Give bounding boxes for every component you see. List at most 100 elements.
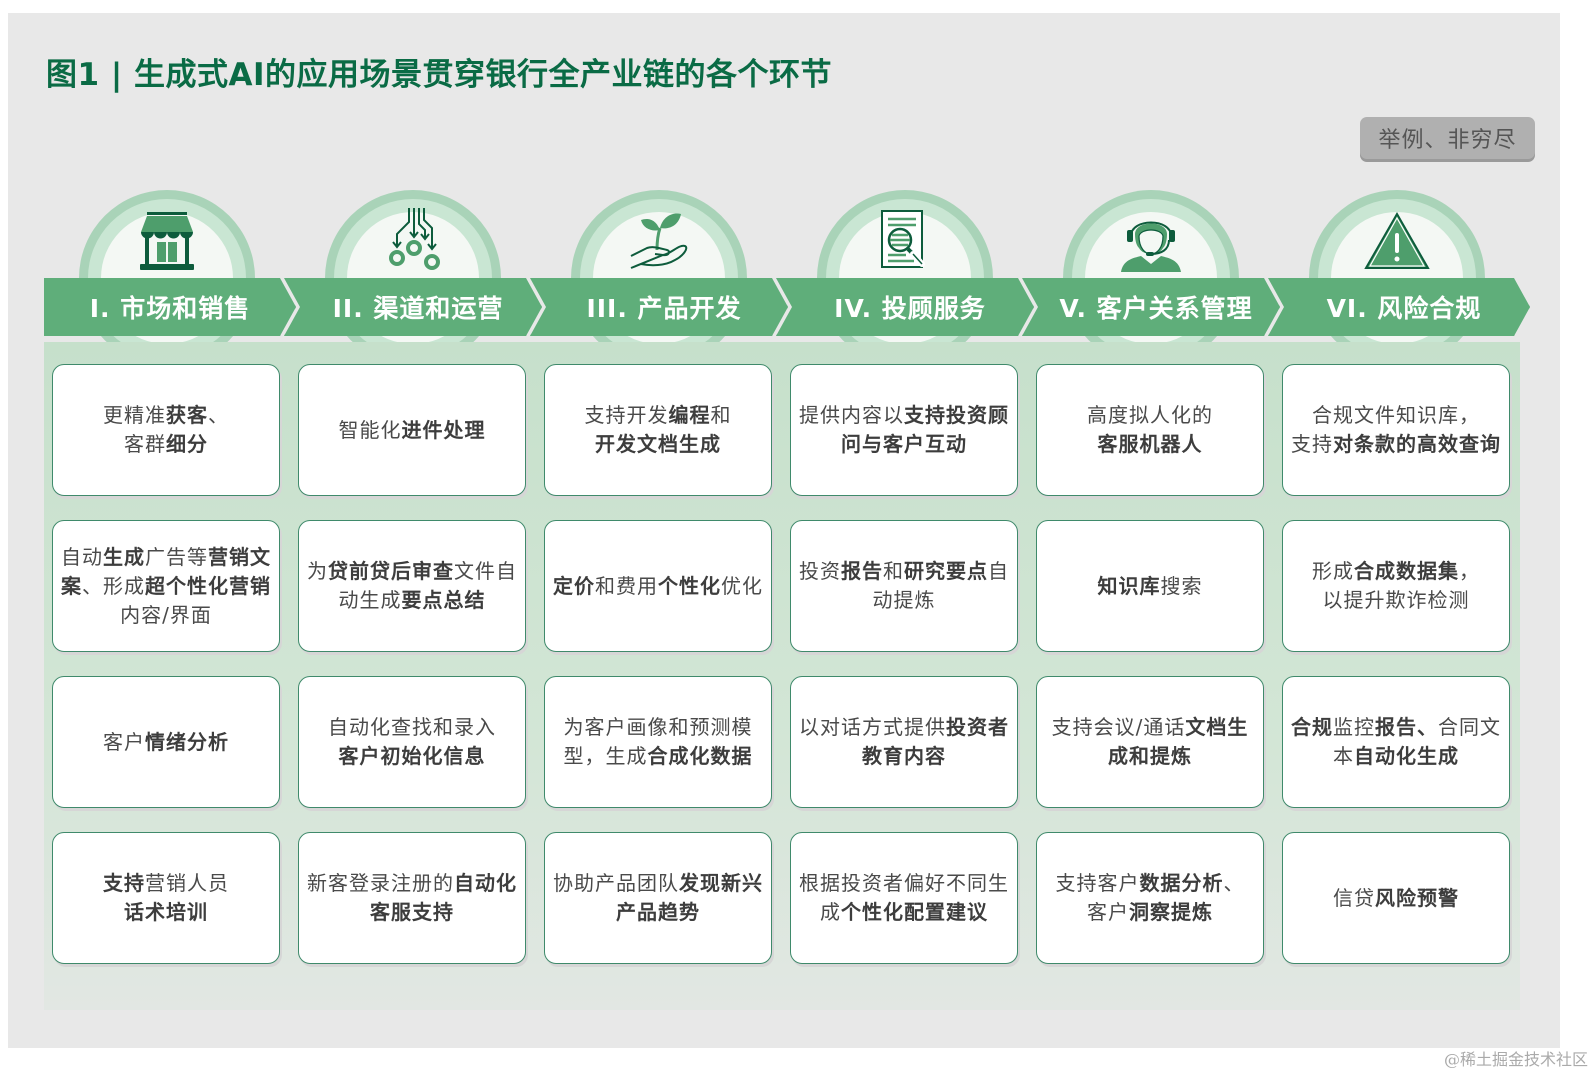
- plain-text: 自动提炼: [872, 559, 1009, 612]
- use-case-text: 合规监控报告、合同文本自动化生成: [1291, 713, 1501, 771]
- plain-text: 监控: [1333, 715, 1375, 739]
- card-row-3: 自动化查找和录入客户初始化信息: [298, 676, 526, 808]
- plain-text: 营销人员: [145, 871, 229, 895]
- highlight-text: 支持投资顾问与客户互动: [841, 403, 1009, 456]
- use-case-text: 高度拟人化的客服机器人: [1087, 401, 1213, 459]
- highlight-text: 贷前贷后审查: [328, 559, 454, 583]
- plain-text: 、: [208, 403, 229, 427]
- highlight-text: 文档生成和提炼: [1108, 715, 1249, 768]
- plain-text: 内容/界面: [120, 602, 212, 627]
- stage-banner: II. 渠道和运营: [284, 278, 542, 336]
- plain-text: 支持会议/通话: [1051, 715, 1186, 739]
- use-case-text: 为客户画像和预测模型，生成合成化数据: [553, 713, 763, 771]
- card-row-4: 支持营销人员话术培训: [52, 832, 280, 964]
- card-row-1: 高度拟人化的客服机器人: [1036, 364, 1264, 496]
- plain-text: 客户: [1087, 900, 1129, 924]
- highlight-text: 要点总结: [401, 588, 486, 612]
- figure-title: 图1 | 生成式AI的应用场景贯穿银行全产业链的各个环节: [46, 57, 833, 93]
- card-row-1: 提供内容以支持投资顾问与客户互动: [790, 364, 1018, 496]
- card-row-3: 支持会议/通话文档生成和提炼: [1036, 676, 1264, 808]
- stage-banner: I. 市场和销售: [44, 278, 296, 336]
- plain-text: 和: [883, 559, 904, 583]
- example-tag: 举例、非穷尽: [1360, 117, 1535, 159]
- highlight-text: 数据分析: [1139, 871, 1224, 895]
- use-case-text: 智能化进件处理: [339, 416, 486, 445]
- highlight-text: 自动化客服支持: [370, 871, 517, 924]
- plain-text: 为客户画像和预测模型，生成: [563, 715, 753, 768]
- card-row-1: 智能化进件处理: [298, 364, 526, 496]
- value-chain-columns: I. 市场和销售更精准获客、客群细分自动生成广告等营销文案、形成超个性化营销内容…: [44, 190, 1534, 1010]
- card-row-3: 以对话方式提供投资者教育内容: [790, 676, 1018, 808]
- plain-text: 高度拟人化的: [1087, 403, 1213, 427]
- warning-triangle-icon: [1361, 208, 1433, 274]
- highlight-text: 细分: [166, 432, 208, 456]
- plain-text: 、: [1223, 871, 1245, 895]
- plain-text: 支持开发: [584, 403, 669, 427]
- column-channel-operations: II. 渠道和运营智能化进件处理为贷前贷后审查文件自动生成要点总结自动化查找和录…: [290, 190, 536, 1010]
- highlight-text: 营销文案: [61, 544, 271, 598]
- storefront-icon: [131, 208, 203, 274]
- headset-agent-icon: [1115, 208, 1187, 274]
- plain-text: 支持客户: [1055, 871, 1140, 895]
- plain-text: 客户: [103, 729, 145, 754]
- workflow-routing-icon: [377, 208, 449, 274]
- plain-text: 智能化: [338, 417, 402, 442]
- highlight-text: 报告、: [1375, 715, 1438, 739]
- card-row-3: 合规监控报告、合同文本自动化生成: [1282, 676, 1510, 808]
- use-case-text: 定价和费用个性化优化: [553, 572, 763, 601]
- plain-text: 为: [307, 559, 328, 583]
- highlight-text: 个性化配置建议: [841, 900, 988, 924]
- use-case-text: 支持开发编程和开发文档生成: [585, 401, 732, 459]
- card-row-2: 定价和费用个性化优化: [544, 520, 772, 652]
- plain-text: 新客登录注册的: [307, 871, 454, 895]
- highlight-text: 投资者教育内容: [862, 715, 1009, 768]
- use-case-text: 协助产品团队发现新兴产品趋势: [553, 869, 763, 927]
- plain-text: 投资: [799, 559, 841, 583]
- highlight-text: 获客: [166, 403, 208, 427]
- card-row-1: 支持开发编程和开发文档生成: [544, 364, 772, 496]
- highlight-text: 编程: [668, 403, 711, 427]
- highlight-text: 情绪分析: [145, 729, 229, 754]
- use-case-text: 客户情绪分析: [103, 728, 229, 757]
- highlight-text: 发现新兴产品趋势: [616, 871, 763, 924]
- use-case-text: 为贷前贷后审查文件自动生成要点总结: [307, 557, 517, 615]
- column-risk-compliance: VI. 风险合规合规文件知识库，支持对条款的高效查询形成合成数据集，以提升欺诈检…: [1274, 190, 1520, 1010]
- highlight-text: 个性化: [658, 573, 721, 598]
- highlight-text: 话术培训: [124, 900, 208, 924]
- plain-text: 和费用: [595, 573, 658, 598]
- highlight-text: 合成数据集: [1354, 559, 1459, 583]
- plain-text: 提供内容以: [799, 403, 904, 427]
- plain-text: 搜索: [1160, 573, 1203, 598]
- column-market-sales: I. 市场和销售更精准获客、客群细分自动生成广告等营销文案、形成超个性化营销内容…: [44, 190, 296, 1010]
- use-case-text: 合规文件知识库，支持对条款的高效查询: [1291, 401, 1501, 459]
- card-row-3: 为客户画像和预测模型，生成合成化数据: [544, 676, 772, 808]
- highlight-text: 合规: [1291, 715, 1333, 739]
- highlight-text: 支持: [103, 871, 145, 895]
- plain-text: 以对话方式提供: [799, 715, 946, 739]
- use-case-text: 支持营销人员话术培训: [103, 869, 229, 927]
- highlight-text: 进件处理: [401, 417, 486, 442]
- plain-text: 以提升欺诈检测: [1322, 588, 1470, 612]
- plain-text: 自动化查找和录入: [328, 715, 496, 739]
- stage-banner: VI. 风险合规: [1268, 278, 1530, 336]
- card-row-4: 协助产品团队发现新兴产品趋势: [544, 832, 772, 964]
- plain-text: 合同文本: [1333, 715, 1501, 768]
- plain-text: 自动: [61, 544, 103, 569]
- plain-text: 信贷: [1333, 885, 1375, 910]
- plain-text: 、形成: [82, 573, 145, 598]
- card-row-2: 自动生成广告等营销文案、形成超个性化营销内容/界面: [52, 520, 280, 652]
- highlight-text: 生成: [103, 544, 145, 569]
- stage-banner: V. 客户关系管理: [1022, 278, 1280, 336]
- card-row-3: 客户情绪分析: [52, 676, 280, 808]
- use-case-text: 投资报告和研究要点自动提炼: [799, 557, 1009, 615]
- plain-text: 和: [710, 403, 732, 427]
- plain-text: 形成: [1312, 559, 1354, 583]
- highlight-text: 定价: [553, 573, 595, 598]
- watermark: @稀土掘金技术社区: [1443, 1050, 1588, 1069]
- plain-text: 优化: [721, 573, 763, 598]
- card-row-1: 合规文件知识库，支持对条款的高效查询: [1282, 364, 1510, 496]
- highlight-text: 报告: [841, 559, 883, 583]
- use-case-text: 信贷风险预警: [1333, 884, 1459, 913]
- card-row-4: 支持客户数据分析、客户洞察提炼: [1036, 832, 1264, 964]
- card-row-4: 新客登录注册的自动化客服支持: [298, 832, 526, 964]
